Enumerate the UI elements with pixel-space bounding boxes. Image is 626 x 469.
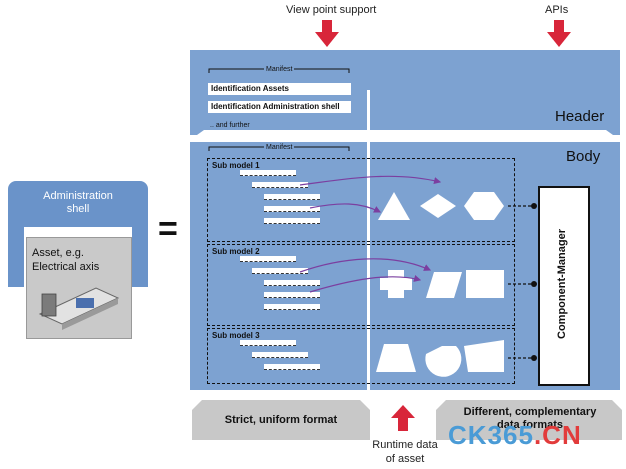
header-body-separator bbox=[190, 130, 620, 142]
admin-shell-title: Administration shell bbox=[43, 190, 113, 215]
list-item bbox=[264, 364, 320, 370]
list-item bbox=[264, 206, 320, 212]
further-label: .. and further bbox=[210, 122, 250, 129]
different-format-label: Different, complementary data formats bbox=[463, 406, 597, 431]
rectangle-shape bbox=[466, 270, 504, 298]
identification-admin-bar: Identification Administration shell bbox=[208, 101, 351, 113]
list-item bbox=[264, 194, 320, 200]
runtime-arrow-icon bbox=[391, 405, 415, 431]
list-item bbox=[264, 218, 320, 224]
watermark-blue: CK365 bbox=[448, 420, 534, 450]
connector-arrow bbox=[309, 203, 382, 213]
connector-arrow bbox=[299, 175, 442, 186]
apis-label: APIs bbox=[545, 4, 569, 16]
submodel-3-box bbox=[207, 328, 515, 384]
component-manager-label-wrap: Component-Manager bbox=[538, 186, 586, 382]
quad-shape bbox=[464, 340, 504, 372]
admin-shell-left bbox=[8, 227, 24, 287]
component-manager-box bbox=[538, 186, 590, 386]
submodel-shapes bbox=[299, 175, 537, 377]
electrical-axis-image-icon bbox=[38, 287, 120, 330]
list-item bbox=[240, 256, 296, 262]
cross-shape bbox=[380, 270, 412, 298]
runtime-data-label: Runtime data of asset bbox=[372, 439, 438, 465]
admin-shell-top bbox=[8, 181, 148, 227]
viewpoint-arrow-icon bbox=[315, 20, 339, 47]
list-item bbox=[264, 304, 320, 310]
bottom-right-shape bbox=[436, 400, 622, 440]
trapezoid-shape bbox=[376, 344, 416, 372]
header-label: Header bbox=[555, 108, 605, 125]
body-manifest-label: Manifest bbox=[264, 144, 295, 151]
submodel-3-title: Sub model 3 bbox=[212, 331, 260, 340]
strict-format-label: Strict, uniform format bbox=[224, 414, 338, 426]
body-label: Body bbox=[566, 148, 601, 165]
list-item bbox=[264, 292, 320, 298]
viewpoint-label: View point support bbox=[286, 4, 377, 16]
watermark-logo: CK365.CN bbox=[448, 420, 582, 451]
component-manager-label: Component-Manager bbox=[556, 229, 568, 339]
list-item bbox=[264, 280, 320, 286]
admin-shell-right bbox=[132, 227, 148, 287]
divider-line bbox=[367, 90, 370, 390]
list-item bbox=[240, 170, 296, 176]
submodel-2-box bbox=[207, 244, 515, 326]
watermark-red: .CN bbox=[533, 420, 582, 450]
equals-sign: = bbox=[158, 210, 178, 248]
connector-arrow bbox=[309, 274, 422, 293]
bottom-left-shape bbox=[192, 400, 370, 440]
submodel-2-title: Sub model 2 bbox=[212, 247, 260, 256]
triangle-shape bbox=[378, 192, 410, 220]
header-manifest-label: Manifest bbox=[264, 66, 295, 73]
submodel-1-box bbox=[207, 158, 515, 242]
asset-label: Asset, e.g. Electrical axis bbox=[32, 247, 100, 273]
connector-arrow bbox=[299, 258, 432, 273]
list-item bbox=[252, 182, 308, 188]
diamond-shape bbox=[420, 194, 456, 218]
list-item bbox=[252, 352, 308, 358]
list-item bbox=[252, 268, 308, 274]
hexagon-shape bbox=[464, 192, 504, 220]
circle-segment-shape bbox=[425, 346, 462, 377]
apis-arrow-icon bbox=[547, 20, 571, 47]
parallelogram-shape bbox=[426, 272, 462, 298]
submodel-1-title: Sub model 1 bbox=[212, 161, 260, 170]
list-item bbox=[240, 340, 296, 346]
identification-assets-bar: Identification Assets bbox=[208, 83, 351, 95]
